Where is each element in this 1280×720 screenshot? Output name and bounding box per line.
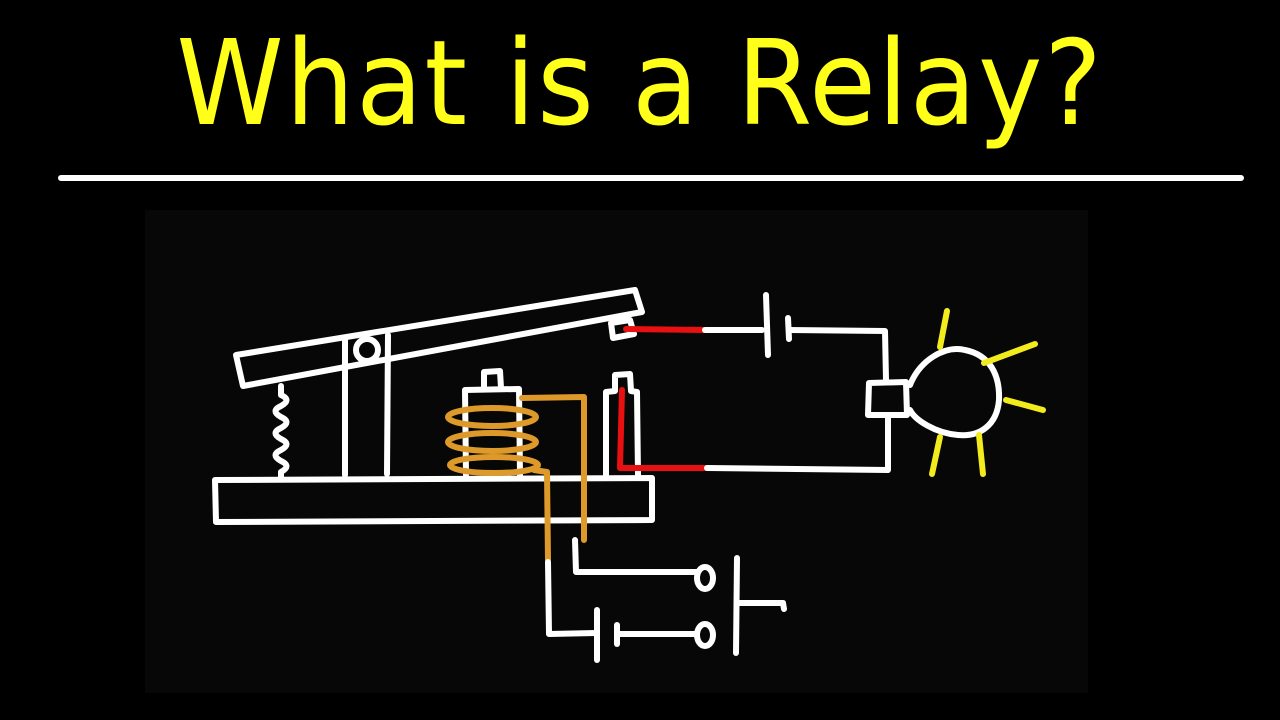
pivot-post (342, 332, 391, 478)
fixed-contact (603, 371, 710, 478)
armature-lever (233, 287, 645, 389)
light-bulb (865, 308, 1046, 477)
load-circuit (623, 292, 891, 473)
control-circuit (545, 537, 787, 663)
return-spring (272, 383, 290, 481)
base-plate (212, 475, 655, 525)
page-title: What is a Relay? (176, 14, 1104, 152)
title-divider (58, 175, 1244, 181)
coil-winding (445, 394, 587, 563)
